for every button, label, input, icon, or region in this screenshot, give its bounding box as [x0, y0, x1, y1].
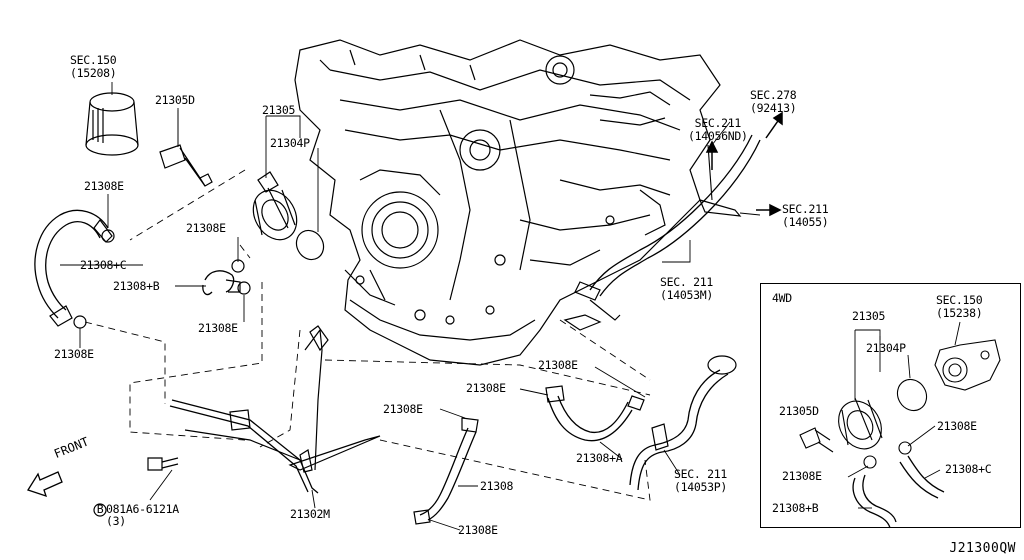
label-bolt-qty: (3): [106, 514, 126, 528]
dashed-guides: [84, 169, 651, 501]
front-arrow-icon: [27, 471, 63, 498]
inset-label-21308c: 21308+C: [945, 462, 992, 476]
oil-cooler: [252, 171, 325, 261]
inset-label-sec150: SEC.150 (15238): [936, 293, 983, 320]
label-sec150-top: SEC.150 (15208): [70, 53, 117, 80]
hose-clamps-left: [73, 229, 251, 329]
label-21308a: 21308+A: [576, 451, 623, 465]
label-21308e-a: 21308E: [84, 179, 124, 193]
diagram-code: J21300QW: [949, 541, 1016, 556]
hose-21308b: [202, 270, 241, 296]
inset-title: 4WD: [772, 291, 792, 305]
label-21305: 21305: [262, 103, 296, 117]
bolt-icon: [93, 457, 179, 517]
label-sec211-14056nd: SEC.211 (14056ND): [688, 116, 748, 143]
inset-label-21308e-a: 21308E: [937, 419, 977, 433]
connector-21305d: [159, 110, 213, 187]
label-21308c-left: 21308+C: [80, 258, 127, 272]
hose-21308a: [545, 385, 645, 442]
label-sec211-14053m: SEC. 211 (14053M): [660, 275, 713, 302]
label-21302m: 21302M: [290, 507, 330, 521]
label-21308e-e: 21308E: [538, 358, 578, 372]
label-sec211-14053p: SEC. 211 (14053P): [674, 467, 727, 494]
inset-label-21308e-b: 21308E: [782, 469, 822, 483]
label-21304p: 21304P: [270, 136, 310, 150]
hose-21308c: [34, 209, 113, 327]
label-21308e-g: 21308E: [383, 402, 423, 416]
label-21308e-f: 21308E: [466, 381, 506, 395]
inset-label-21305: 21305: [852, 309, 886, 323]
oil-filter: [85, 92, 139, 156]
pipe-21302m: [169, 325, 381, 494]
engine-block: [294, 39, 721, 366]
label-sec211-14055: SEC.211 (14055): [782, 202, 829, 229]
label-21308e-h: 21308E: [458, 523, 498, 537]
inset-4wd-drawing: [799, 321, 1001, 529]
label-21305d: 21305D: [155, 93, 195, 107]
label-21308: 21308: [480, 479, 514, 493]
label-21308e-c: 21308E: [198, 321, 238, 335]
label-21308e-d: 21308E: [54, 347, 94, 361]
hose-14053m: [563, 134, 761, 331]
inset-4wd-frame: [760, 283, 1021, 528]
label-21308b-left: 21308+B: [113, 279, 160, 293]
leader-lines: [60, 82, 761, 531]
label-21308e-b: 21308E: [186, 221, 226, 235]
inset-label-21305d: 21305D: [779, 404, 819, 418]
label-sec278: SEC.278 (92413): [750, 88, 797, 115]
inset-label-21308b: 21308+B: [772, 501, 819, 515]
flow-arrows: [705, 111, 783, 217]
hose-21308: [413, 417, 479, 525]
inset-label-21304p: 21304P: [866, 341, 906, 355]
